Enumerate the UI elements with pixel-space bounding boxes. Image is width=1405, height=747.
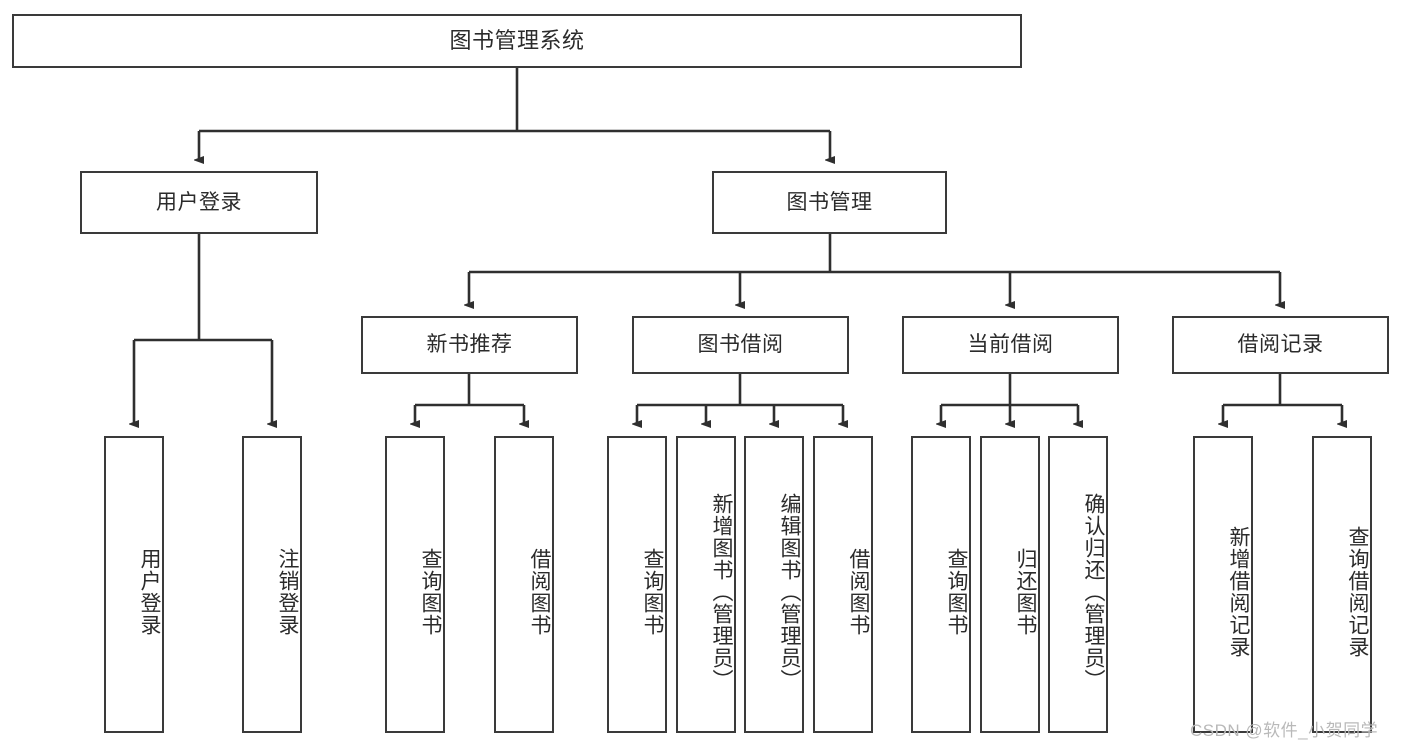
node-label: 归还图书 [1014, 547, 1037, 636]
leaf-current-borrow-confirm-return-admin[interactable]: 确认归还（管理员） [1048, 436, 1108, 733]
node-label: 新书推荐 [426, 333, 513, 357]
leaf-book-borrow-borrow-book[interactable]: 借阅图书 [813, 436, 873, 733]
node-label: 图书管理 [786, 190, 873, 214]
node-label: 当前借阅 [967, 333, 1054, 357]
node-label: 编辑图书（管理员） [778, 492, 801, 691]
leaf-book-borrow-query-book[interactable]: 查询图书 [607, 436, 667, 733]
node-new-book-recommend[interactable]: 新书推荐 [361, 316, 578, 374]
watermark-text: CSDN @软件_小贺同学 [1190, 716, 1378, 741]
node-label: 图书借阅 [697, 333, 784, 357]
leaf-user-login-login[interactable]: 用户登录 [104, 436, 164, 733]
node-label: 新增借阅记录 [1227, 525, 1250, 658]
leaf-user-login-logout[interactable]: 注销登录 [242, 436, 302, 733]
node-root-book-management-system[interactable]: 图书管理系统 [12, 14, 1022, 68]
node-label: 借阅图书 [847, 547, 870, 636]
leaf-borrow-record-add-record[interactable]: 新增借阅记录 [1193, 436, 1253, 733]
node-book-borrow[interactable]: 图书借阅 [632, 316, 849, 374]
node-label: 查询图书 [945, 547, 968, 636]
node-label: 确认归还（管理员） [1082, 492, 1105, 691]
node-user-login[interactable]: 用户登录 [80, 171, 318, 234]
node-label: 借阅记录 [1237, 333, 1324, 357]
leaf-current-borrow-return-book[interactable]: 归还图书 [980, 436, 1040, 733]
node-label: 借阅图书 [528, 547, 551, 636]
node-label: 图书管理系统 [449, 27, 585, 53]
leaf-current-borrow-query-book[interactable]: 查询图书 [911, 436, 971, 733]
node-label: 查询借阅记录 [1346, 525, 1369, 658]
leaf-new-book-query-book[interactable]: 查询图书 [385, 436, 445, 733]
node-label: 注销登录 [276, 547, 299, 636]
node-label: 查询图书 [419, 547, 442, 636]
node-current-borrow[interactable]: 当前借阅 [902, 316, 1119, 374]
node-label: 用户登录 [138, 547, 161, 636]
leaf-book-borrow-add-book-admin[interactable]: 新增图书（管理员） [676, 436, 736, 733]
leaf-new-book-borrow-book[interactable]: 借阅图书 [494, 436, 554, 733]
node-book-management[interactable]: 图书管理 [712, 171, 947, 234]
node-label: 新增图书（管理员） [710, 492, 733, 691]
leaf-borrow-record-query-record[interactable]: 查询借阅记录 [1312, 436, 1372, 733]
node-label: 查询图书 [641, 547, 664, 636]
leaf-book-borrow-edit-book-admin[interactable]: 编辑图书（管理员） [744, 436, 804, 733]
watermark-label: CSDN @软件_小贺同学 [1190, 721, 1379, 740]
node-borrow-record[interactable]: 借阅记录 [1172, 316, 1389, 374]
node-label: 用户登录 [156, 190, 242, 214]
